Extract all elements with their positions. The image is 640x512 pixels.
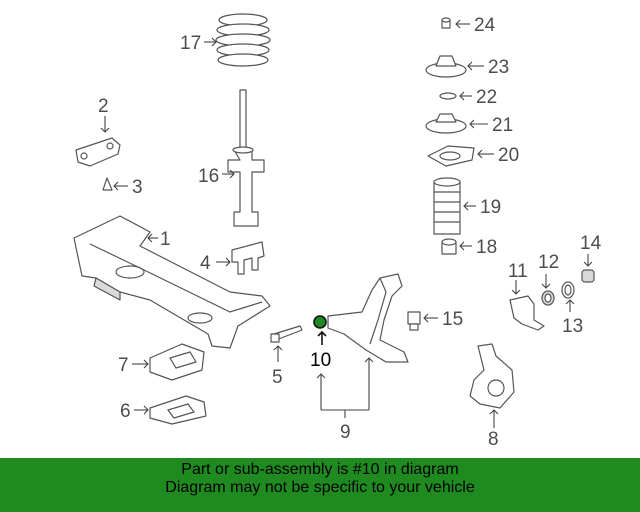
part-24-nut[interactable]: 24 xyxy=(441,15,496,36)
banner-line-2: Diagram may not be specific to your vehi… xyxy=(165,479,475,496)
callout-21: 21 xyxy=(492,115,513,136)
callout-24: 24 xyxy=(474,15,496,36)
callout-5: 5 xyxy=(272,367,283,388)
part-1-crossmember[interactable]: 1 xyxy=(73,215,271,349)
callout-3: 3 xyxy=(132,177,143,198)
callout-2: 2 xyxy=(98,96,109,117)
part-10-bushing[interactable]: 10 xyxy=(310,315,331,371)
part-2-bracket[interactable]: 2 xyxy=(75,96,121,167)
callout-15: 15 xyxy=(442,309,463,330)
part-17-coil-spring[interactable]: 17 xyxy=(180,13,271,67)
callout-18: 18 xyxy=(476,237,497,258)
part-21-mount[interactable]: 21 xyxy=(425,113,513,136)
callout-22: 22 xyxy=(476,87,497,108)
part-12-bushing[interactable]: 12 xyxy=(538,252,559,306)
callout-14: 14 xyxy=(580,233,602,254)
callout-10: 10 xyxy=(310,350,331,371)
callout-1: 1 xyxy=(160,229,171,250)
part-11-bracket[interactable]: 11 xyxy=(508,261,545,331)
part-9-control-arm[interactable]: 9 xyxy=(316,273,409,443)
part-18-bump-stop[interactable]: 18 xyxy=(441,237,497,258)
callout-17: 17 xyxy=(180,33,201,54)
parts-diagram: 17 16 2 3 1 4 xyxy=(73,13,602,450)
callout-6: 6 xyxy=(120,401,131,422)
callout-8: 8 xyxy=(488,429,499,450)
part-19-boot[interactable]: 19 xyxy=(433,177,501,235)
part-22-washer[interactable]: 22 xyxy=(439,87,497,108)
callout-12: 12 xyxy=(538,252,559,273)
part-23-upper-mount[interactable]: 23 xyxy=(425,55,509,78)
part-15-ball-joint[interactable]: 15 xyxy=(407,309,463,331)
callout-7: 7 xyxy=(118,355,129,376)
part-20-spring-seat[interactable]: 20 xyxy=(427,145,519,167)
callout-4: 4 xyxy=(200,253,211,274)
callout-23: 23 xyxy=(488,57,509,78)
part-3-nut[interactable]: 3 xyxy=(102,177,143,198)
part-14-bushing[interactable]: 14 xyxy=(580,233,602,283)
info-banner: Part or sub-assembly is #10 in diagram D… xyxy=(0,458,640,512)
part-5-bolt[interactable]: 5 xyxy=(270,325,303,388)
callout-19: 19 xyxy=(480,197,501,218)
part-4-bracket[interactable]: 4 xyxy=(200,241,265,275)
part-8-knuckle[interactable]: 8 xyxy=(469,343,515,450)
banner-line-1: Part or sub-assembly is #10 in diagram xyxy=(181,461,459,478)
part-13-ring[interactable]: 13 xyxy=(561,281,583,337)
callout-16: 16 xyxy=(198,166,219,187)
callout-20: 20 xyxy=(498,145,519,166)
callout-13: 13 xyxy=(562,316,583,337)
part-16-strut[interactable]: 16 xyxy=(198,89,265,227)
callout-9: 9 xyxy=(340,422,351,443)
part-6-plate[interactable]: 6 xyxy=(120,395,207,425)
callout-11: 11 xyxy=(508,261,528,282)
part-7-plate[interactable]: 7 xyxy=(118,343,205,381)
